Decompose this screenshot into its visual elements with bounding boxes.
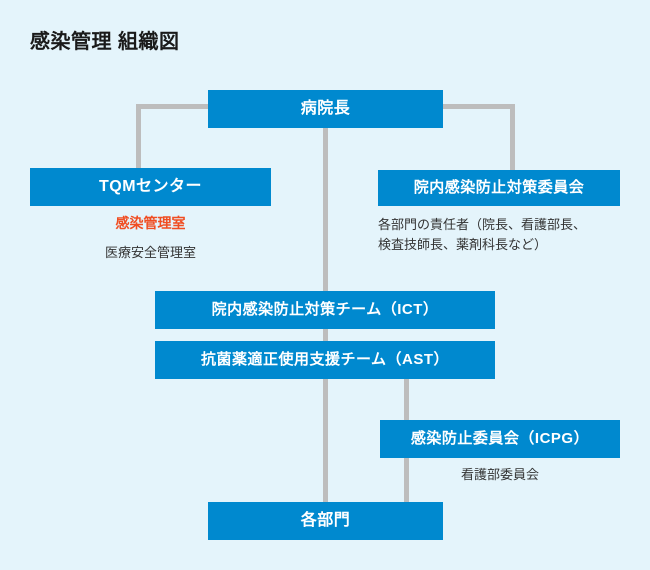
node-departments[interactable]: 各部門: [208, 502, 443, 540]
page-title: 感染管理 組織図: [30, 31, 180, 53]
connector-director-to-tqm-vertical: [136, 104, 141, 172]
caption-nursing-department-committee: 看護部委員会: [460, 467, 539, 482]
node-tqm-center[interactable]: TQMセンター: [30, 168, 271, 206]
connector-director-to-committee-horizontal: [440, 104, 515, 109]
node-ict-team[interactable]: 院内感染防止対策チーム（ICT）: [155, 291, 495, 329]
caption-medical-safety-office: 医療安全管理室: [104, 245, 196, 260]
caption-infection-control-office: 感染管理室: [115, 215, 186, 231]
node-infection-control-committee[interactable]: 院内感染防止対策委員会: [378, 170, 620, 206]
connector-director-to-tqm-horizontal: [136, 104, 211, 109]
node-director[interactable]: 病院長: [208, 90, 443, 128]
node-icpg-committee[interactable]: 感染防止委員会（ICPG）: [380, 420, 620, 458]
node-ast-team[interactable]: 抗菌薬適正使用支援チーム（AST）: [155, 341, 495, 379]
caption-committee-members: 各部門の責任者（院長、看護部長、 検査技師長、薬剤科長など）: [378, 217, 587, 253]
connector-director-to-committee-vertical: [510, 104, 515, 174]
